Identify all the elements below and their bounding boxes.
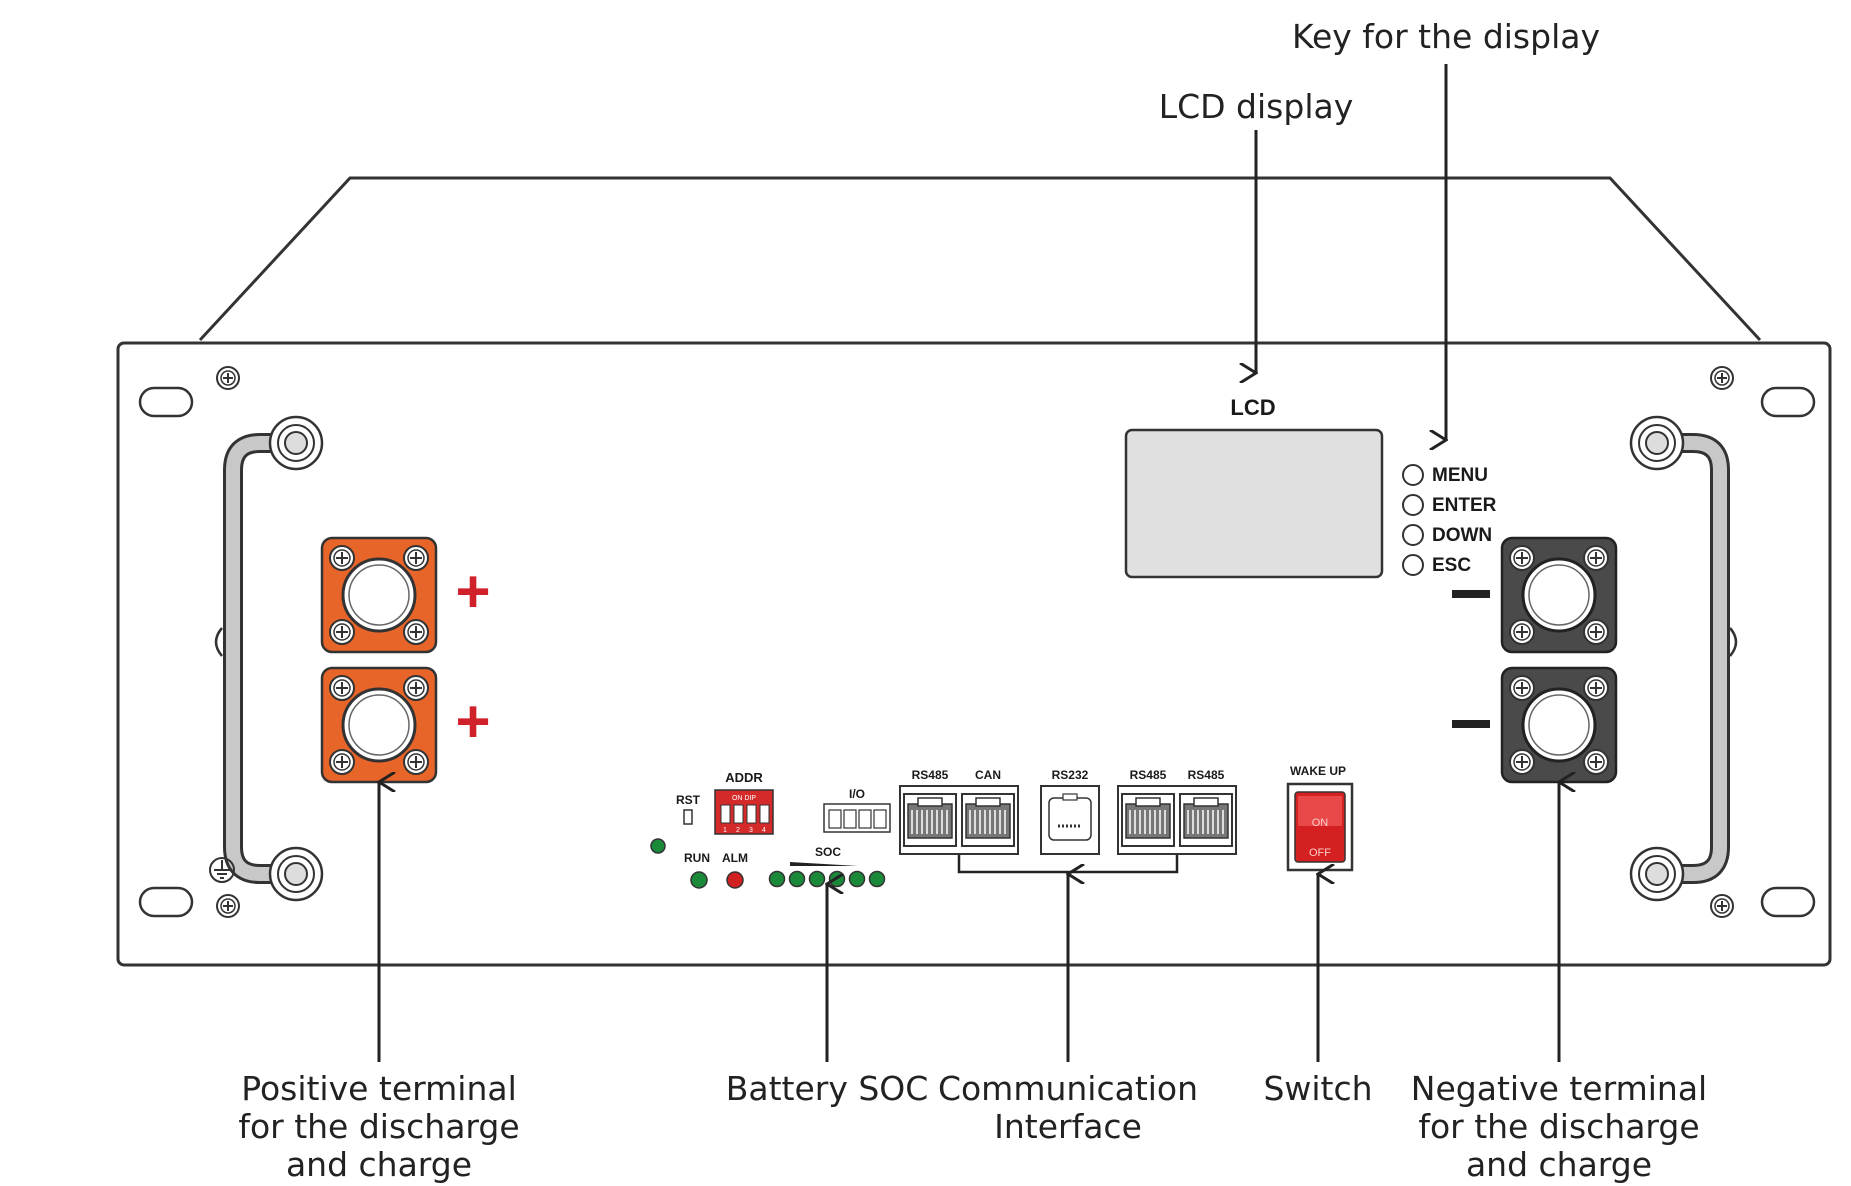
menu-key[interactable] <box>1402 464 1424 486</box>
down-key-label: DOWN <box>1432 525 1492 546</box>
left-handle <box>223 415 324 902</box>
rst-label: RST <box>676 793 701 807</box>
mounting-slot-top-left <box>138 386 194 418</box>
right-handle <box>1629 415 1730 902</box>
svg-text:2: 2 <box>736 827 740 834</box>
wake-up-label: WAKE UP <box>1290 764 1346 778</box>
alm-led <box>726 871 744 889</box>
io-label: I/O <box>849 787 865 801</box>
housing-top-outline <box>198 176 1762 342</box>
menu-key-label: MENU <box>1432 465 1488 486</box>
callout-lcd-display: LCD display <box>1159 87 1354 126</box>
callout-positive-terminal-line3: and charge <box>286 1145 472 1184</box>
callout-key-for-display: Key for the display <box>1292 17 1600 56</box>
soc-wedge <box>790 862 858 866</box>
lcd-screen <box>1124 428 1384 579</box>
side-notch-left <box>214 627 223 657</box>
screw-icon <box>1710 366 1734 390</box>
rs232-port[interactable] <box>1040 785 1100 855</box>
addr-label: ADDR <box>725 770 763 785</box>
mounting-slot-bottom-left <box>138 886 194 918</box>
svg-text:OFF: OFF <box>1309 847 1331 859</box>
run-label: RUN <box>684 851 710 865</box>
ground-icon <box>209 857 235 883</box>
io-terminal-block[interactable] <box>823 803 891 833</box>
negative-terminal-top <box>1500 536 1618 654</box>
svg-text:ON DIP: ON DIP <box>732 795 756 802</box>
plus-icon: + <box>455 688 490 755</box>
positive-terminal-bottom <box>320 666 438 784</box>
down-key[interactable] <box>1402 524 1424 546</box>
mounting-slot-top-right <box>1760 386 1816 418</box>
positive-terminal-top <box>320 536 438 654</box>
rst-button[interactable] <box>683 809 693 825</box>
enter-key-label: ENTER <box>1432 495 1497 516</box>
callout-positive-terminal-line1: Positive terminal <box>241 1069 517 1108</box>
rs485-port[interactable] <box>1121 793 1175 847</box>
callout-arrows <box>379 64 1559 1062</box>
plus-icon: + <box>455 558 490 625</box>
front-panel <box>116 341 1832 967</box>
can-port[interactable] <box>961 793 1015 847</box>
minus-icon <box>1452 720 1490 728</box>
callout-negative-terminal-line3: and charge <box>1466 1145 1652 1184</box>
mounting-slot-bottom-right <box>1760 886 1816 918</box>
port-label-rs485-1: RS485 <box>912 768 949 782</box>
screw-icon <box>216 366 240 390</box>
display-keys: MENU ENTER DOWN ESC <box>1402 464 1497 576</box>
callout-battery-soc: Battery SOC <box>726 1069 929 1108</box>
port-label-rs485-2: RS485 <box>1130 768 1167 782</box>
esc-key[interactable] <box>1402 554 1424 576</box>
minus-icon <box>1452 590 1490 598</box>
side-notch-right <box>1729 627 1738 657</box>
addr-dip-switch[interactable]: ON DIP 1 2 3 4 <box>714 789 774 835</box>
port-label-rs232: RS232 <box>1052 768 1089 782</box>
callout-switch: Switch <box>1263 1069 1372 1108</box>
callout-negative-terminal-line2: for the discharge <box>1418 1107 1699 1146</box>
esc-key-label: ESC <box>1432 555 1471 576</box>
negative-terminal-bottom <box>1500 666 1618 784</box>
callout-communication-line2: Interface <box>994 1107 1142 1146</box>
lcd-label: LCD <box>1230 395 1275 420</box>
rs485-port[interactable] <box>903 793 957 847</box>
port-label-rs485-3: RS485 <box>1188 768 1225 782</box>
svg-text:4: 4 <box>762 827 766 834</box>
rs485-port[interactable] <box>1179 793 1233 847</box>
svg-text:3: 3 <box>749 827 753 834</box>
callout-positive-terminal-line2: for the discharge <box>238 1107 519 1146</box>
status-led <box>650 838 666 854</box>
callout-negative-terminal-line1: Negative terminal <box>1411 1069 1707 1108</box>
screw-icon <box>1710 894 1734 918</box>
svg-text:1: 1 <box>723 827 727 834</box>
run-led <box>690 871 708 889</box>
wake-up-switch[interactable]: ON OFF <box>1286 782 1354 872</box>
callout-communication-line1: Communication <box>938 1069 1198 1108</box>
enter-key[interactable] <box>1402 494 1424 516</box>
svg-text:ON: ON <box>1312 817 1329 829</box>
screw-icon <box>216 894 240 918</box>
port-label-can: CAN <box>975 768 1001 782</box>
alm-label: ALM <box>722 851 748 865</box>
soc-label: SOC <box>815 845 841 859</box>
